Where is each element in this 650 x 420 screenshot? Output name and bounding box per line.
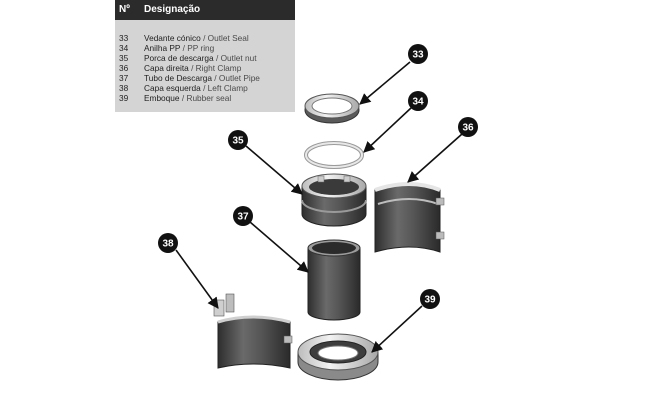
arrow-37 <box>249 221 309 273</box>
legend-row-pt: Vedante cónico <box>144 33 201 43</box>
legend-row-en: / Outlet Seal <box>203 33 249 43</box>
callout-36-label: 36 <box>462 123 474 134</box>
legend-row-39: 39 Emboque / Rubber seal <box>115 93 295 103</box>
callout-37-label: 37 <box>237 212 249 223</box>
legend-row-number: 36 <box>119 63 129 73</box>
parts-legend: Nº Designação 33 Vedante cónico / Outlet… <box>115 0 295 112</box>
legend-row-38: 38 Capa esquerda / Left Clamp <box>115 83 295 93</box>
legend-row-number: 34 <box>119 43 129 53</box>
legend-row-pt: Tubo de Descarga <box>144 73 212 83</box>
part-38-left-clamp <box>213 293 293 369</box>
legend-row-en: / Right Clamp <box>191 63 242 73</box>
legend-row-en: / PP ring <box>182 43 215 53</box>
legend-row-label: Emboque / Rubber seal <box>144 93 231 103</box>
callout-38-label: 38 <box>162 239 174 250</box>
legend-header-number: Nº <box>119 4 130 15</box>
part-33-outlet-seal <box>304 93 360 124</box>
part-36-right-clamp <box>374 182 445 253</box>
legend-row-label: Tubo de Descarga / Outlet Pipe <box>144 73 260 83</box>
legend-row-pt: Capa direita <box>144 63 189 73</box>
arrow-39 <box>371 305 423 353</box>
legend-row-number: 35 <box>119 53 129 63</box>
legend-header-designation: Designação <box>144 4 201 15</box>
legend-row-33: 33 Vedante cónico / Outlet Seal <box>115 33 295 43</box>
part-34-pp-ring <box>304 141 364 169</box>
legend-row-label: Vedante cónico / Outlet Seal <box>144 33 249 43</box>
legend-row-en: / Outlet Pipe <box>214 73 260 83</box>
legend-row-35: 35 Porca de descarga / Outlet nut <box>115 53 295 63</box>
arrow-36 <box>407 133 463 183</box>
callout-38: 38 <box>158 233 178 253</box>
legend-row-number: 33 <box>119 33 129 43</box>
arrow-35 <box>245 145 303 195</box>
callout-33: 33 <box>408 44 428 64</box>
callout-39: 39 <box>420 289 440 309</box>
part-39-rubber-seal <box>297 333 379 381</box>
arrow-38 <box>175 249 219 309</box>
callout-34: 34 <box>408 91 428 111</box>
legend-row-34: 34 Anilha PP / PP ring <box>115 43 295 53</box>
callout-37: 37 <box>233 206 253 226</box>
legend-header: Nº Designação <box>115 0 295 20</box>
legend-row-pt: Anilha PP <box>144 43 181 53</box>
legend-row-en: / Outlet nut <box>215 53 257 63</box>
legend-row-pt: Capa esquerda <box>144 83 201 93</box>
callout-39-label: 39 <box>424 295 436 306</box>
legend-row-number: 37 <box>119 73 129 83</box>
legend-row-number: 39 <box>119 93 129 103</box>
callout-33-label: 33 <box>412 50 424 61</box>
callout-35: 35 <box>228 130 248 150</box>
callout-35-label: 35 <box>232 136 244 147</box>
legend-row-37: 37 Tubo de Descarga / Outlet Pipe <box>115 73 295 83</box>
legend-row-label: Porca de descarga / Outlet nut <box>144 53 257 63</box>
callout-34-label: 34 <box>412 97 424 108</box>
part-37-outlet-pipe <box>307 239 361 321</box>
part-35-outlet-nut <box>301 173 367 227</box>
arrow-33 <box>359 61 411 105</box>
legend-row-pt: Emboque <box>144 93 180 103</box>
arrow-34 <box>363 107 412 153</box>
legend-row-label: Anilha PP / PP ring <box>144 43 214 53</box>
legend-row-number: 38 <box>119 83 129 93</box>
callout-36: 36 <box>458 117 478 137</box>
legend-row-36: 36 Capa direita / Right Clamp <box>115 63 295 73</box>
legend-row-en: / Rubber seal <box>181 93 232 103</box>
legend-row-label: Capa esquerda / Left Clamp <box>144 83 248 93</box>
legend-row-en: / Left Clamp <box>203 83 248 93</box>
legend-row-label: Capa direita / Right Clamp <box>144 63 241 73</box>
legend-row-pt: Porca de descarga <box>144 53 214 63</box>
